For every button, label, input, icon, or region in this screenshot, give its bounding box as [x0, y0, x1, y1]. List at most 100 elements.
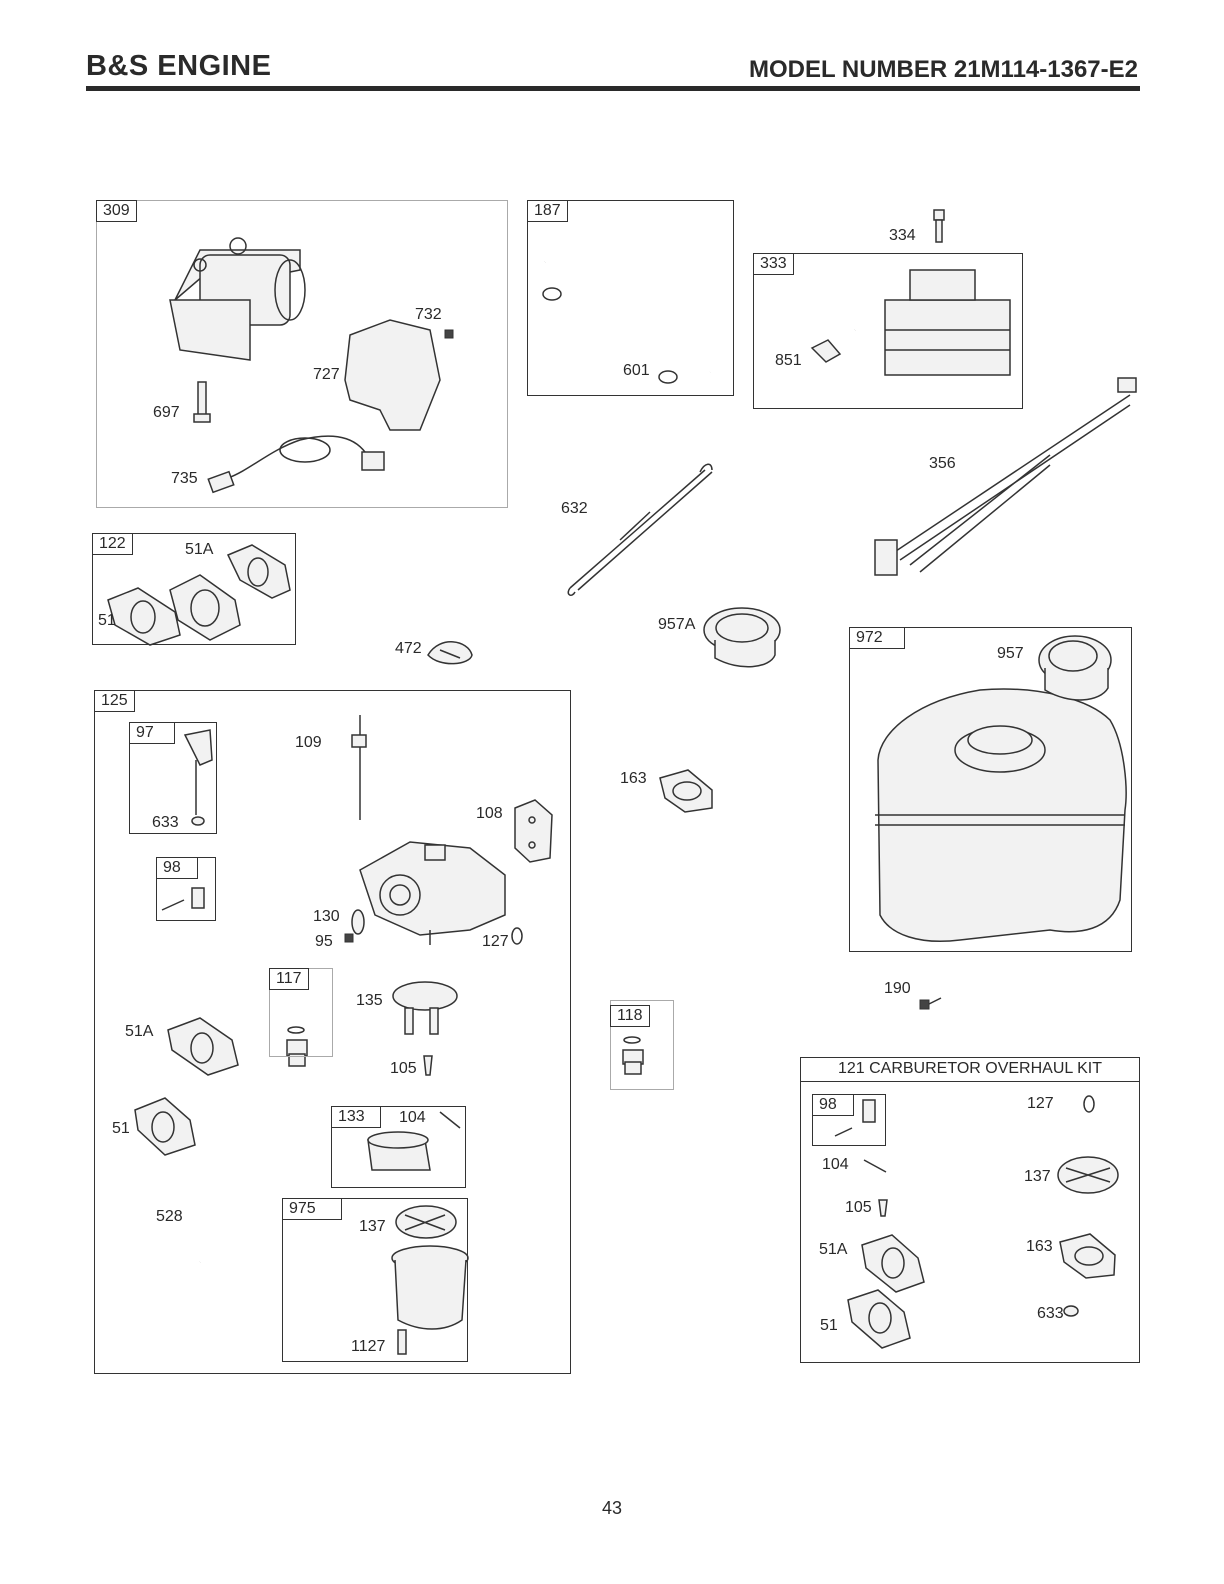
- group-box-118: [610, 1000, 674, 1090]
- part-label-190: 190: [884, 980, 911, 997]
- kit-label-127: 127: [1027, 1095, 1054, 1112]
- part-label-957: 957: [997, 645, 1024, 662]
- kit-label-105: 105: [845, 1199, 872, 1216]
- kit-label-137: 137: [1024, 1168, 1051, 1185]
- part-label-51A-lower: 51A: [125, 1023, 154, 1040]
- kit-gasket-51: [847, 1289, 911, 1349]
- gasket-51A-lower: [167, 1017, 239, 1076]
- part-label-95: 95: [315, 933, 333, 950]
- throttle-plate-130: [351, 909, 365, 935]
- group-box-187: [527, 200, 734, 396]
- part-label-732: 732: [415, 306, 442, 323]
- group-box-122: [92, 533, 296, 645]
- group-number-309: 309: [96, 200, 137, 222]
- kit-gasket-137: [1057, 1156, 1119, 1194]
- part-label-851: 851: [775, 352, 802, 369]
- part-label-334: 334: [889, 227, 916, 244]
- group-number-975: 975: [282, 1198, 342, 1220]
- part-label-137: 137: [359, 1218, 386, 1235]
- part-label-697: 697: [153, 404, 180, 421]
- group-box-309: [96, 200, 508, 508]
- float-bowl-133: [367, 1131, 431, 1171]
- part-label-957A: 957A: [658, 616, 696, 633]
- part-label-51A-top: 51A: [185, 541, 214, 558]
- part-label-163: 163: [620, 770, 647, 787]
- kit-label-51A: 51A: [819, 1241, 848, 1258]
- part-label-632: 632: [561, 500, 588, 517]
- float-bowl-975: [391, 1245, 469, 1330]
- starter-cover-drawing: [344, 319, 441, 431]
- kit-group-number-98: 98: [812, 1094, 854, 1116]
- kit-gasket-163: [1059, 1233, 1116, 1279]
- kit-pin-104: [863, 1159, 887, 1173]
- group-number-118: 118: [610, 1005, 650, 1027]
- gasket-51A-top: [226, 544, 291, 599]
- group-number-122: 122: [92, 533, 133, 555]
- inlet-seat-117: [286, 1026, 308, 1067]
- ignition-armature-333: [854, 258, 1011, 376]
- carburetor-overhaul-kit-box: [800, 1057, 1140, 1363]
- gasket-51-top: [107, 587, 181, 646]
- gasket-51-lower: [134, 1097, 196, 1156]
- gasket-spacer-122: [169, 574, 241, 641]
- kit-label-104: 104: [822, 1156, 849, 1173]
- group-box-125: [94, 690, 571, 1374]
- group-box-333: [753, 253, 1023, 409]
- part-label-1127: 1127: [351, 1338, 386, 1355]
- part-label-109: 109: [295, 734, 322, 751]
- screw-732: [444, 329, 454, 339]
- kit-label-633: 633: [1037, 1305, 1064, 1322]
- part-label-51-top: 51: [98, 612, 116, 629]
- kit-label-163: 163: [1026, 1238, 1053, 1255]
- throttle-shaft-97: [183, 729, 213, 826]
- group-box-972: [849, 627, 1132, 952]
- part-label-735: 735: [171, 470, 198, 487]
- tube-528: [198, 1174, 212, 1263]
- header-rule: [86, 86, 1140, 91]
- model-number: MODEL NUMBER 21M114-1367-E2: [748, 56, 1138, 83]
- group-number-98: 98: [156, 857, 198, 879]
- kit-label-51: 51: [820, 1317, 838, 1334]
- part-label-104: 104: [399, 1109, 426, 1126]
- knob-472: [427, 641, 473, 665]
- needle-105: [423, 1055, 433, 1076]
- power-cord-735: [207, 435, 385, 494]
- page-title: B&S ENGINE: [86, 50, 272, 82]
- gasket-163: [659, 769, 713, 813]
- pin-104: [439, 1111, 461, 1129]
- o-ring-127: [511, 927, 523, 945]
- kit-title: 121 CARBURETOR OVERHAUL KIT: [800, 1057, 1140, 1082]
- group-number-187: 187: [527, 200, 568, 222]
- fuel-cap-957: [1038, 635, 1112, 701]
- part-label-51-lower: 51: [112, 1120, 130, 1137]
- group-number-117: 117: [269, 968, 309, 990]
- screw-95: [344, 933, 354, 943]
- part-label-727: 727: [313, 366, 340, 383]
- part-label-135: 135: [356, 992, 383, 1009]
- wire-harness-356: [874, 377, 1137, 576]
- group-box-975: [282, 1198, 468, 1362]
- idle-screw-98: [161, 887, 205, 911]
- part-label-601: 601: [623, 362, 650, 379]
- bolt-1127: [397, 1329, 407, 1355]
- bolt-334: [933, 209, 945, 243]
- kit-o-ring-127: [1083, 1095, 1095, 1113]
- group-number-333: 333: [753, 253, 794, 275]
- clip-851: [810, 339, 842, 363]
- spring-link-632: [567, 463, 713, 596]
- part-label-528: 528: [156, 1208, 183, 1225]
- float-135: [392, 981, 458, 1035]
- part-label-130: 130: [313, 908, 340, 925]
- group-number-125: 125: [94, 690, 135, 712]
- kit-gasket-51A: [861, 1234, 925, 1293]
- kit-idle-screw-98: [834, 1099, 876, 1137]
- fuel-line-187: [542, 247, 719, 384]
- starter-motor-drawing: [169, 237, 306, 361]
- group-box-133: [331, 1106, 466, 1188]
- part-label-472: 472: [395, 640, 422, 657]
- part-label-108: 108: [476, 805, 503, 822]
- kit-needle-105: [878, 1199, 888, 1217]
- choke-shaft-109: [351, 715, 367, 820]
- group-number-133: 133: [331, 1106, 381, 1128]
